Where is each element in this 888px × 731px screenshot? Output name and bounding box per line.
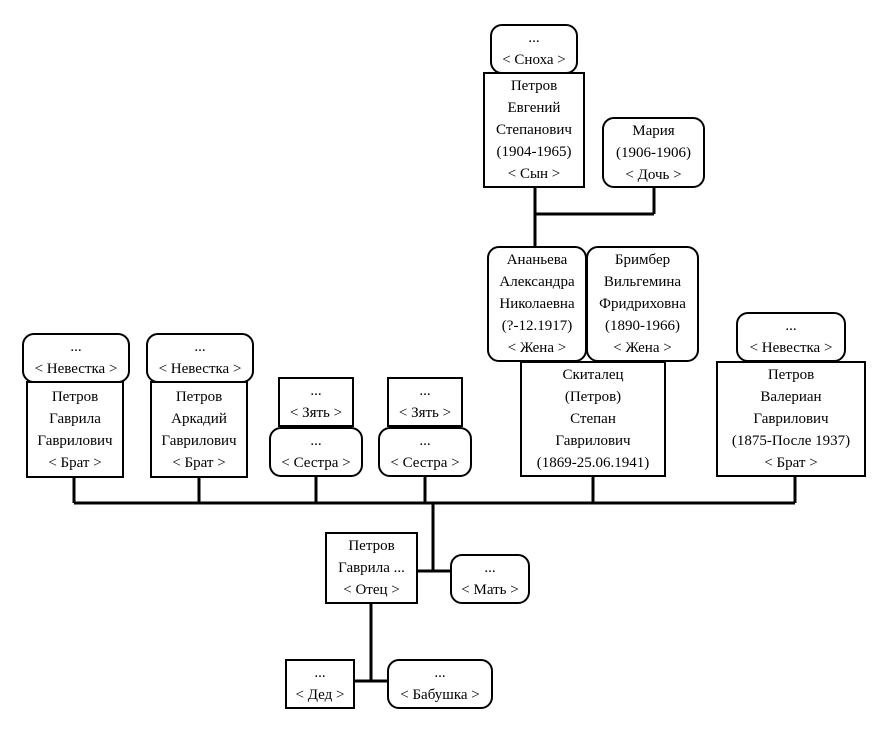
nevestka1-line-1: < Невестка > [34,361,118,377]
valerian-line-0: Петров [767,367,815,383]
snokha-node[interactable]: ... < Сноха > [490,24,578,74]
arkadiy-line-1: Аркадий [171,410,227,427]
arkadiy-line-2: Гаврилович [161,432,237,449]
snokha-line-1: < Сноха > [502,52,566,68]
brimber-line-0: Бримбер [614,252,671,268]
nevestka1-line-0: ... [70,339,82,355]
sestra-node-2[interactable]: ... < Сестра > [378,427,472,477]
brimber-line-3: (1890-1966) [605,318,680,334]
zyat1-line-0: ... [310,383,322,399]
ananyeva-line-2: Николаевна [499,296,575,312]
evgeniy-line-4: < Сын > [507,166,561,182]
maria-line-1: (1906-1906) [616,144,691,161]
zyat-node-2[interactable]: ... < Зять > [387,377,463,427]
babushka-line-1: < Бабушка > [400,687,480,703]
snokha-line-0: ... [528,30,540,46]
zyat-node-1[interactable]: ... < Зять > [278,377,354,427]
nevestka3-line-1: < Невестка > [749,340,833,356]
sestra2-line-0: ... [419,433,431,449]
nevestka2-line-0: ... [194,339,206,355]
zyat2-line-1: < Зять > [398,405,452,421]
gavrila_brat-line-1: Гаврила [49,410,101,427]
valerian-line-2: Гаврилович [753,411,829,427]
gavrila_brat-line-0: Петров [51,388,99,405]
nevestka-node-1[interactable]: ... < Невестка > [22,333,130,383]
evgeniy-line-3: (1904-1965) [496,144,572,160]
otets-line-0: Петров [348,538,395,554]
maria-line-0: Мария [632,122,675,139]
ded-line-0: ... [314,665,326,681]
maria-line-2: < Дочь > [625,166,682,183]
evgeniy-line-0: Петров [510,78,558,94]
otets-line-1: Гаврила ... [338,560,405,576]
sestra1-line-0: ... [310,433,322,449]
valerian-line-1: Валериан [760,389,822,405]
ananyeva-line-0: Ананьева [506,252,568,268]
sestra2-line-1: < Сестра > [390,455,460,471]
ded-line-1: < Дед > [295,687,345,703]
mat-node[interactable]: ... < Мать > [450,554,530,604]
mat-line-1: < Мать > [461,582,519,598]
otets-line-2: < Отец > [343,582,400,598]
zyat1-line-1: < Зять > [289,405,343,421]
brimber-line-1: Вильгемина [603,274,682,290]
gavrila_brat-line-2: Гаврилович [37,432,113,449]
ded-node[interactable]: ... < Дед > [285,659,355,709]
ananyeva-line-1: Александра [499,274,575,290]
arkadiy-line-0: Петров [175,388,223,405]
babushka-node[interactable]: ... < Бабушка > [387,659,493,709]
maria-node[interactable]: Мария (1906-1906) < Дочь > [602,117,705,188]
nevestka-node-2[interactable]: ... < Невестка > [146,333,254,383]
valerian-line-3: (1875-После 1937) [731,433,851,449]
evgeniy-line-2: Степанович [496,122,572,138]
zyat2-line-0: ... [419,383,431,399]
valerian-line-4: < Брат > [764,455,818,471]
stepan-line-1: (Петров) [564,389,622,405]
nevestka-node-3[interactable]: ... < Невестка > [736,312,846,362]
nevestka2-line-1: < Невестка > [158,361,242,377]
ananyeva-line-4: < Жена > [507,340,567,356]
nevestka3-line-0: ... [785,318,797,334]
ananyeva-line-3: (?-12.1917) [501,318,573,334]
sestra-node-1[interactable]: ... < Сестра > [269,427,363,477]
stepan-line-0: Скиталец [562,367,624,383]
mat-line-0: ... [484,560,496,576]
arkadiy-line-3: < Брат > [172,454,226,471]
babushka-line-0: ... [434,665,446,681]
stepan-line-4: (1869-25.06.1941) [536,455,650,471]
stepan-line-3: Гаврилович [555,433,631,449]
gavrila_brat-line-3: < Брат > [48,454,102,471]
stepan-line-2: Степан [570,411,616,427]
brimber-line-4: < Жена > [613,340,672,356]
sestra1-line-1: < Сестра > [281,455,351,471]
brimber-line-2: Фридриховна [599,296,686,312]
evgeniy-line-1: Евгений [507,100,561,116]
